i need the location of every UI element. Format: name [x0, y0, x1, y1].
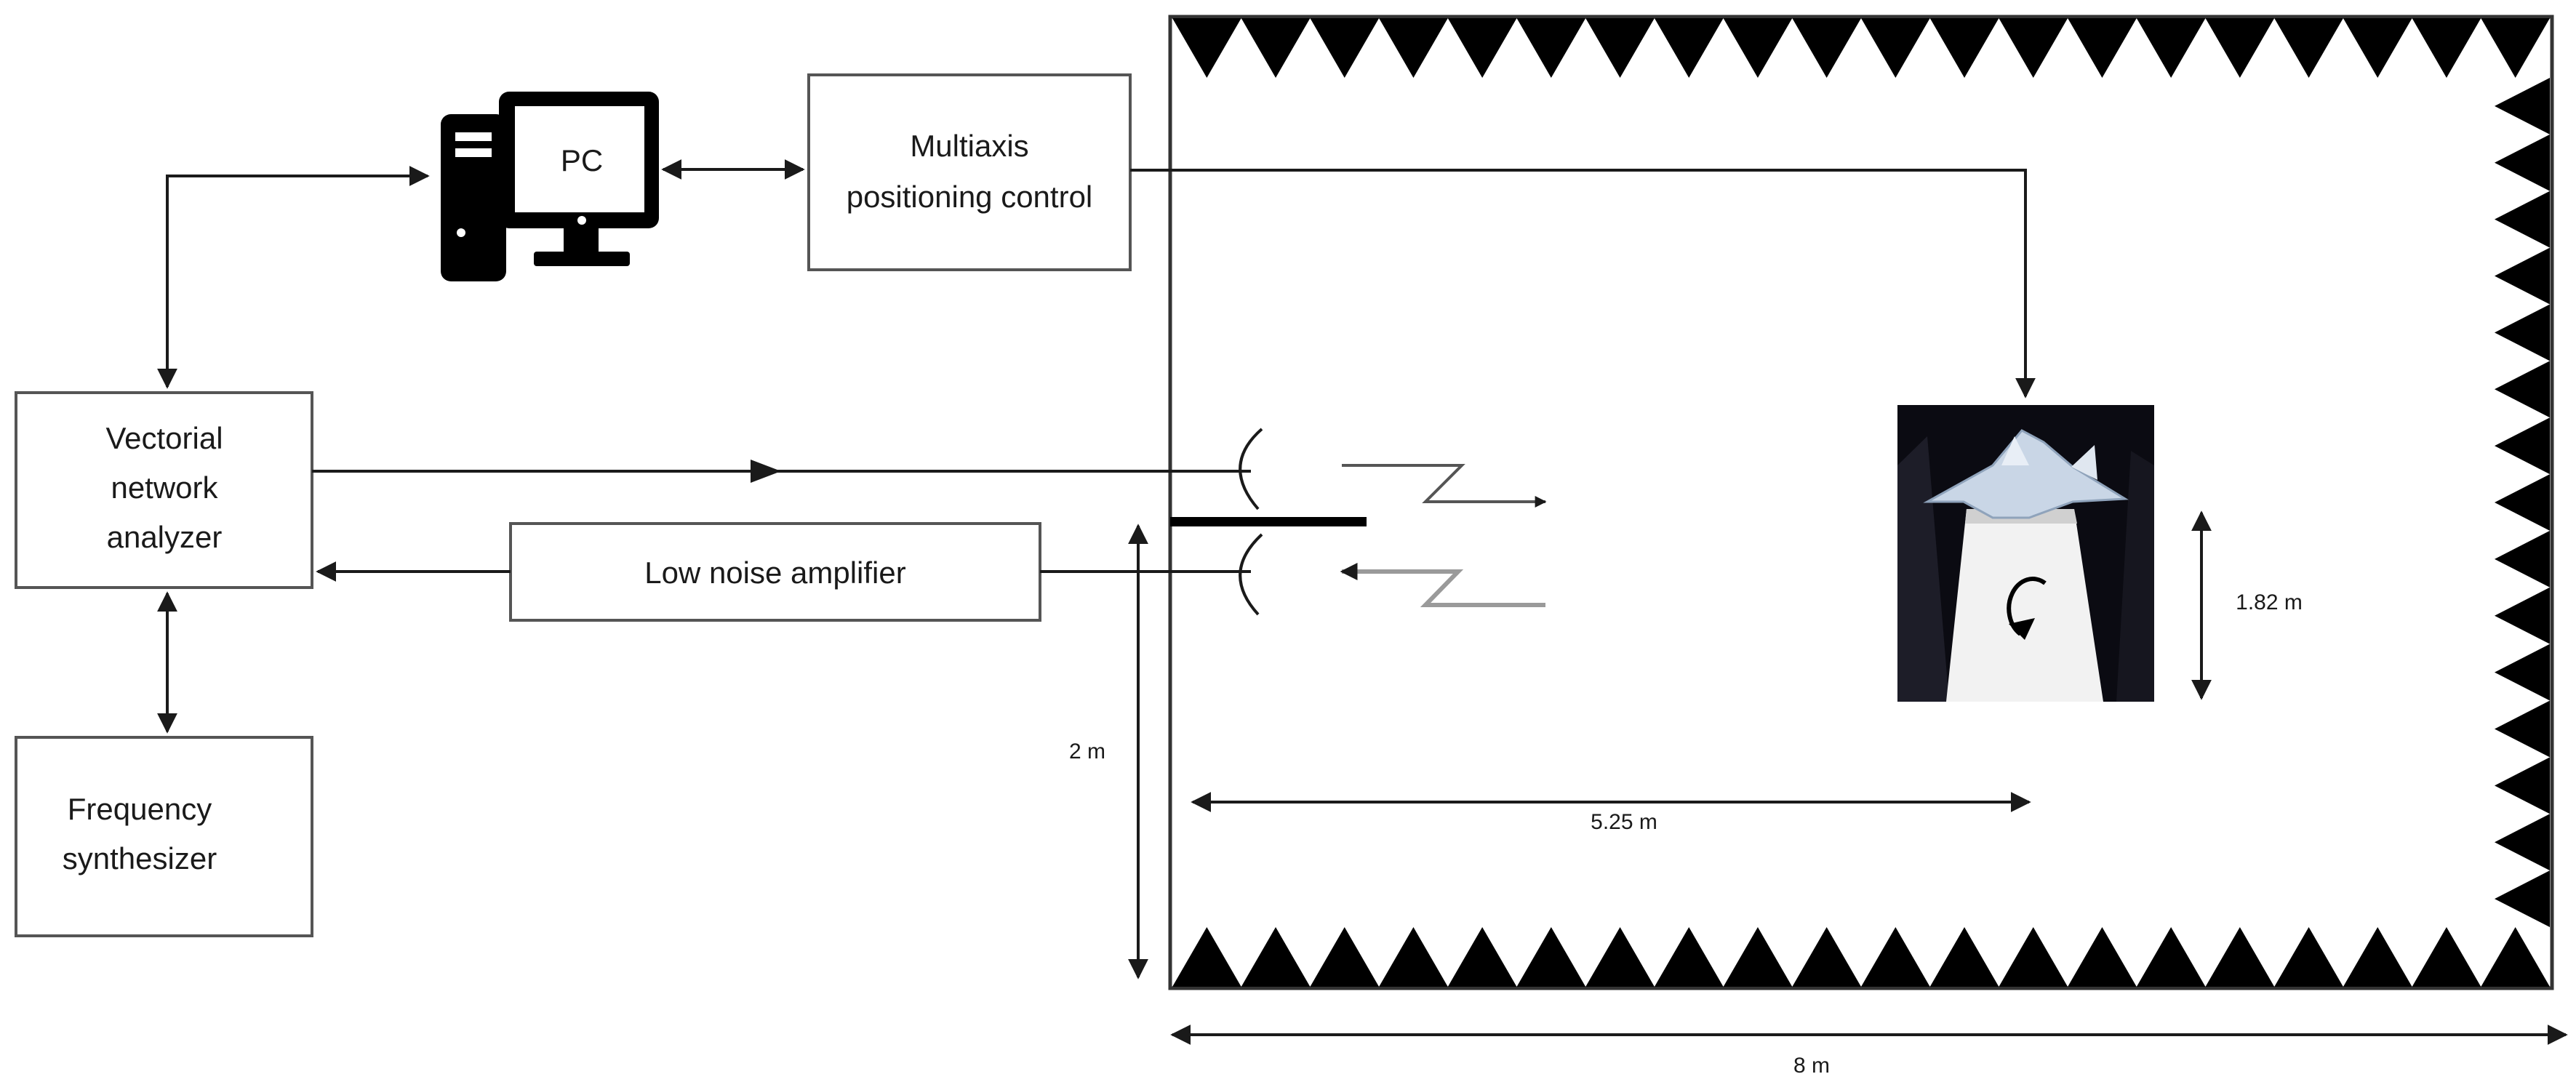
anechoic-chamber — [1168, 15, 2554, 990]
received-wave-icon — [1340, 563, 1545, 607]
range-distance-label: 5.25 m — [1591, 810, 1657, 834]
vna-block: Vectorial network analyzer — [15, 391, 313, 589]
synthesizer-block: Frequency synthesizer — [15, 736, 313, 937]
absorber-wedge — [1379, 927, 1448, 987]
absorber-wedge — [2495, 134, 2550, 191]
tx-horn-antenna — [1239, 428, 1263, 510]
absorber-wedge — [2495, 587, 2550, 644]
absorber-wedge — [2495, 530, 2550, 588]
absorber-wedge — [1654, 18, 1724, 78]
absorber-wedge — [1999, 18, 2068, 78]
rx-horn-antenna — [1239, 533, 1263, 616]
absorber-wedge — [2274, 927, 2343, 987]
target-height-label: 1.82 m — [2236, 590, 2303, 614]
absorber-wedge — [1516, 18, 1586, 78]
absorber-wedge — [1447, 927, 1517, 987]
absorber-wedge — [1723, 927, 1793, 987]
absorber-wedge — [2495, 361, 2550, 418]
chamber-length-label: 8 m — [1793, 1054, 1830, 1078]
transmitted-wave-icon — [1342, 464, 1547, 508]
positioning-control-block: Multiaxis positioning control — [807, 73, 1132, 271]
connections — [157, 159, 2036, 734]
target-aircraft-photo — [1897, 405, 2154, 702]
absorber-wedge — [2412, 927, 2481, 987]
absorber-wedge — [2495, 474, 2550, 531]
absorber-wedge — [2136, 18, 2206, 78]
absorber-wedge — [2495, 644, 2550, 701]
synth-label-line1: Frequency — [68, 792, 212, 826]
absorber-wedge — [2068, 927, 2137, 987]
absorber-wedge — [2495, 700, 2550, 758]
absorber-wedge — [2495, 870, 2550, 927]
absorber-wedge — [1585, 18, 1655, 78]
absorber-wedge — [1654, 927, 1724, 987]
absorber-wedge — [1585, 927, 1655, 987]
absorber-wedge — [2343, 18, 2412, 78]
absorber-wedge — [1999, 927, 2068, 987]
dimension-lines: 2 m 5.25 m 1.82 m 8 m — [1069, 510, 2568, 1078]
absorber-wedge — [2495, 814, 2550, 871]
absorber-wedge — [2136, 927, 2206, 987]
desktop-computer-icon — [441, 92, 659, 281]
absorber-wedge — [1172, 18, 1241, 78]
absorber-wedge — [1861, 927, 1930, 987]
absorber-wedge — [1379, 18, 1448, 78]
absorber-wedges-bottom — [1172, 927, 2550, 987]
absorber-wedge — [2481, 18, 2550, 78]
pc-label: PC — [561, 143, 603, 177]
absorber-wedge — [1861, 18, 1930, 78]
absorber-wedge — [1241, 927, 1311, 987]
absorber-wedge — [1310, 927, 1380, 987]
antenna-height-label: 2 m — [1069, 740, 1105, 764]
absorber-wedge — [2495, 247, 2550, 305]
tx-direction-arrow — [751, 460, 781, 483]
absorber-wedge — [1792, 927, 1861, 987]
absorber-wedge — [2495, 304, 2550, 361]
absorber-wedges-right — [2495, 78, 2550, 927]
positioning-label-line2: positioning control — [847, 180, 1093, 214]
absorber-wedge — [1447, 18, 1517, 78]
lna-label: Low noise amplifier — [644, 556, 906, 590]
synth-label-line2: synthesizer — [63, 841, 217, 875]
absorber-wedge — [2495, 417, 2550, 475]
absorber-wedge — [2495, 191, 2550, 248]
absorber-wedge — [2495, 757, 2550, 814]
absorber-wedge — [2412, 18, 2481, 78]
vna-label-line2: network — [111, 470, 218, 505]
vna-label-line3: analyzer — [107, 520, 223, 554]
lna-block: Low noise amplifier — [509, 522, 1041, 622]
antenna-assembly — [1170, 428, 1367, 616]
positioning-label-line1: Multiaxis — [910, 129, 1028, 163]
pedestal — [1946, 509, 2103, 702]
antenna-mount-bar — [1170, 517, 1367, 526]
absorber-wedge — [1929, 927, 1999, 987]
absorber-wedge — [2205, 18, 2275, 78]
absorber-wedge — [1310, 18, 1380, 78]
absorber-wedge — [2495, 78, 2550, 135]
absorber-wedge — [2481, 927, 2550, 987]
absorber-wedge — [1723, 18, 1793, 78]
absorber-wedge — [2343, 927, 2412, 987]
absorber-wedge — [2274, 18, 2343, 78]
vna-pc-link — [157, 166, 430, 389]
absorber-wedge — [2068, 18, 2137, 78]
absorber-wedges-top — [1172, 18, 2550, 78]
absorber-wedge — [1172, 927, 1241, 987]
absorber-wedge — [1241, 18, 1311, 78]
vna-label-line1: Vectorial — [105, 421, 223, 455]
absorber-wedge — [1929, 18, 1999, 78]
positioning-target-link — [1130, 169, 2036, 398]
absorber-wedge — [1792, 18, 1861, 78]
absorber-wedge — [1516, 927, 1586, 987]
absorber-wedge — [2205, 927, 2275, 987]
